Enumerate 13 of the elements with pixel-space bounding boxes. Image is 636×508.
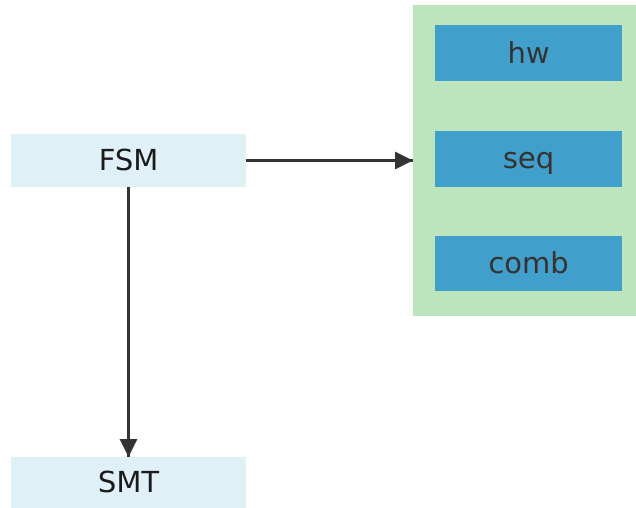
group-panel (413, 5, 636, 316)
module-box (435, 25, 622, 81)
node-label: comb (488, 249, 569, 278)
arrow (120, 187, 138, 457)
node-label: hw (507, 38, 550, 68)
node-label: seq (502, 144, 554, 173)
module-box (435, 236, 622, 291)
node-label: SMT (98, 468, 160, 497)
process-box (11, 457, 246, 508)
process-box (11, 134, 246, 187)
module-box (435, 130, 622, 186)
arrow (246, 152, 413, 170)
node-label: FSM (98, 146, 158, 175)
